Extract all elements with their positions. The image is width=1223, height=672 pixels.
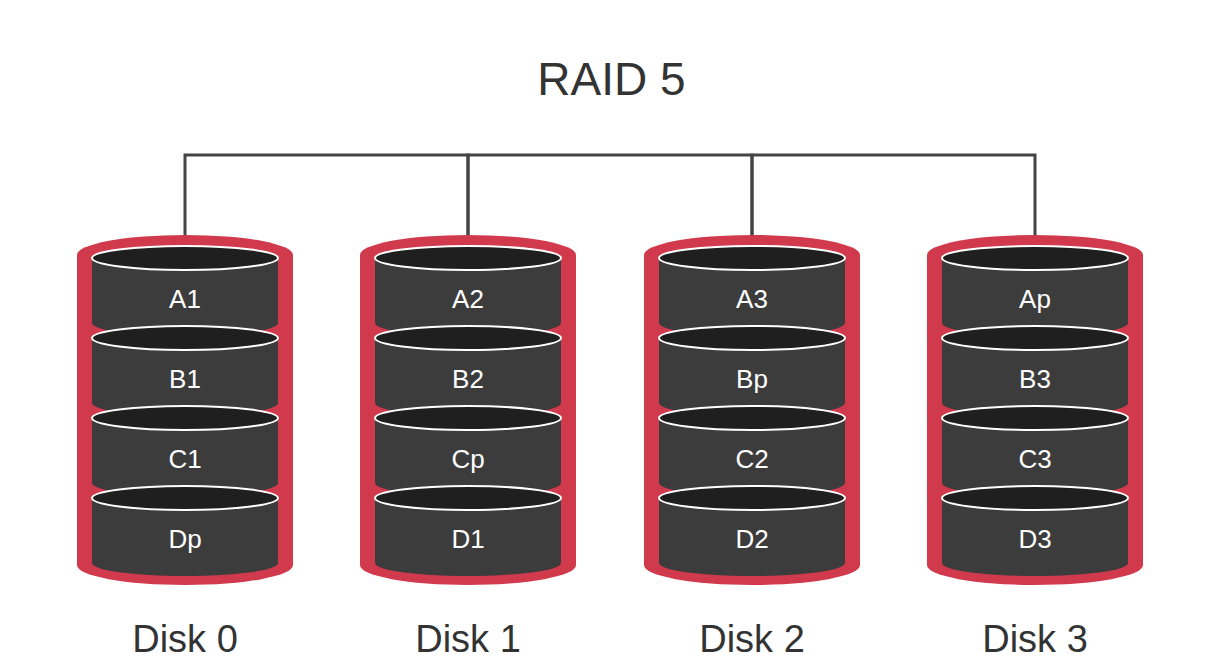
block-label: C2 xyxy=(657,444,847,474)
platter-top xyxy=(92,486,278,510)
bus-line xyxy=(185,155,468,235)
stripe-block: C3 xyxy=(940,404,1130,497)
stripe-block: B2 xyxy=(373,324,563,417)
stripe-block: Dp xyxy=(90,484,280,577)
block-label: D2 xyxy=(657,524,847,554)
platter-top xyxy=(942,326,1128,350)
block-label: C1 xyxy=(90,444,280,474)
disk-casing-outline xyxy=(360,235,576,585)
stripe-block: D3 xyxy=(940,484,1130,577)
platter-top xyxy=(659,326,845,350)
stripe-block: B3 xyxy=(940,324,1130,417)
platter-top xyxy=(375,246,561,270)
platter-top xyxy=(942,486,1128,510)
stripe-block: B1 xyxy=(90,324,280,417)
block-label: Cp xyxy=(373,444,563,474)
stripe-block: Ap xyxy=(940,244,1130,337)
block-label: Bp xyxy=(657,364,847,394)
platter-top xyxy=(659,246,845,270)
disk-casing-outline xyxy=(77,235,293,585)
platter-top xyxy=(375,406,561,430)
stripe-block: Bp xyxy=(657,324,847,417)
stripe-block: A1 xyxy=(90,244,280,337)
stripe-block: Cp xyxy=(373,404,563,497)
diagram-title: RAID 5 xyxy=(0,52,1223,106)
block-label: Dp xyxy=(90,524,280,554)
block-label: A3 xyxy=(657,284,847,314)
block-label: D1 xyxy=(373,524,563,554)
bus-line xyxy=(752,155,1035,235)
stripe-block: A3 xyxy=(657,244,847,337)
platter-top xyxy=(942,406,1128,430)
platter-top xyxy=(92,246,278,270)
stripe-block: C2 xyxy=(657,404,847,497)
bus-line xyxy=(468,155,752,235)
platter-top xyxy=(92,406,278,430)
block-label: A2 xyxy=(373,284,563,314)
disk-casing-outline xyxy=(644,235,860,585)
stripe-block: D2 xyxy=(657,484,847,577)
block-label: B1 xyxy=(90,364,280,394)
stripe-block: C1 xyxy=(90,404,280,497)
block-label: C3 xyxy=(940,444,1130,474)
platter-top xyxy=(375,326,561,350)
block-label: A1 xyxy=(90,284,280,314)
disk-cylinder: Disk 0A1B1C1Dp xyxy=(77,235,293,585)
disk-label: Disk 1 xyxy=(320,618,616,661)
platter-top xyxy=(375,486,561,510)
disk-cylinder: Disk 1A2B2CpD1 xyxy=(360,235,576,585)
disk-label: Disk 3 xyxy=(887,618,1183,661)
block-label: B2 xyxy=(373,364,563,394)
disk-label: Disk 0 xyxy=(37,618,333,661)
stripe-block: D1 xyxy=(373,484,563,577)
platter-top xyxy=(659,406,845,430)
platter-top xyxy=(92,326,278,350)
block-label: D3 xyxy=(940,524,1130,554)
block-label: Ap xyxy=(940,284,1130,314)
platter-top xyxy=(942,246,1128,270)
disk-casing-outline xyxy=(927,235,1143,585)
block-label: B3 xyxy=(940,364,1130,394)
stripe-block: A2 xyxy=(373,244,563,337)
platter-top xyxy=(659,486,845,510)
disk-cylinder: Disk 2A3BpC2D2 xyxy=(644,235,860,585)
disk-cylinder: Disk 3ApB3C3D3 xyxy=(927,235,1143,585)
disk-label: Disk 2 xyxy=(604,618,900,661)
